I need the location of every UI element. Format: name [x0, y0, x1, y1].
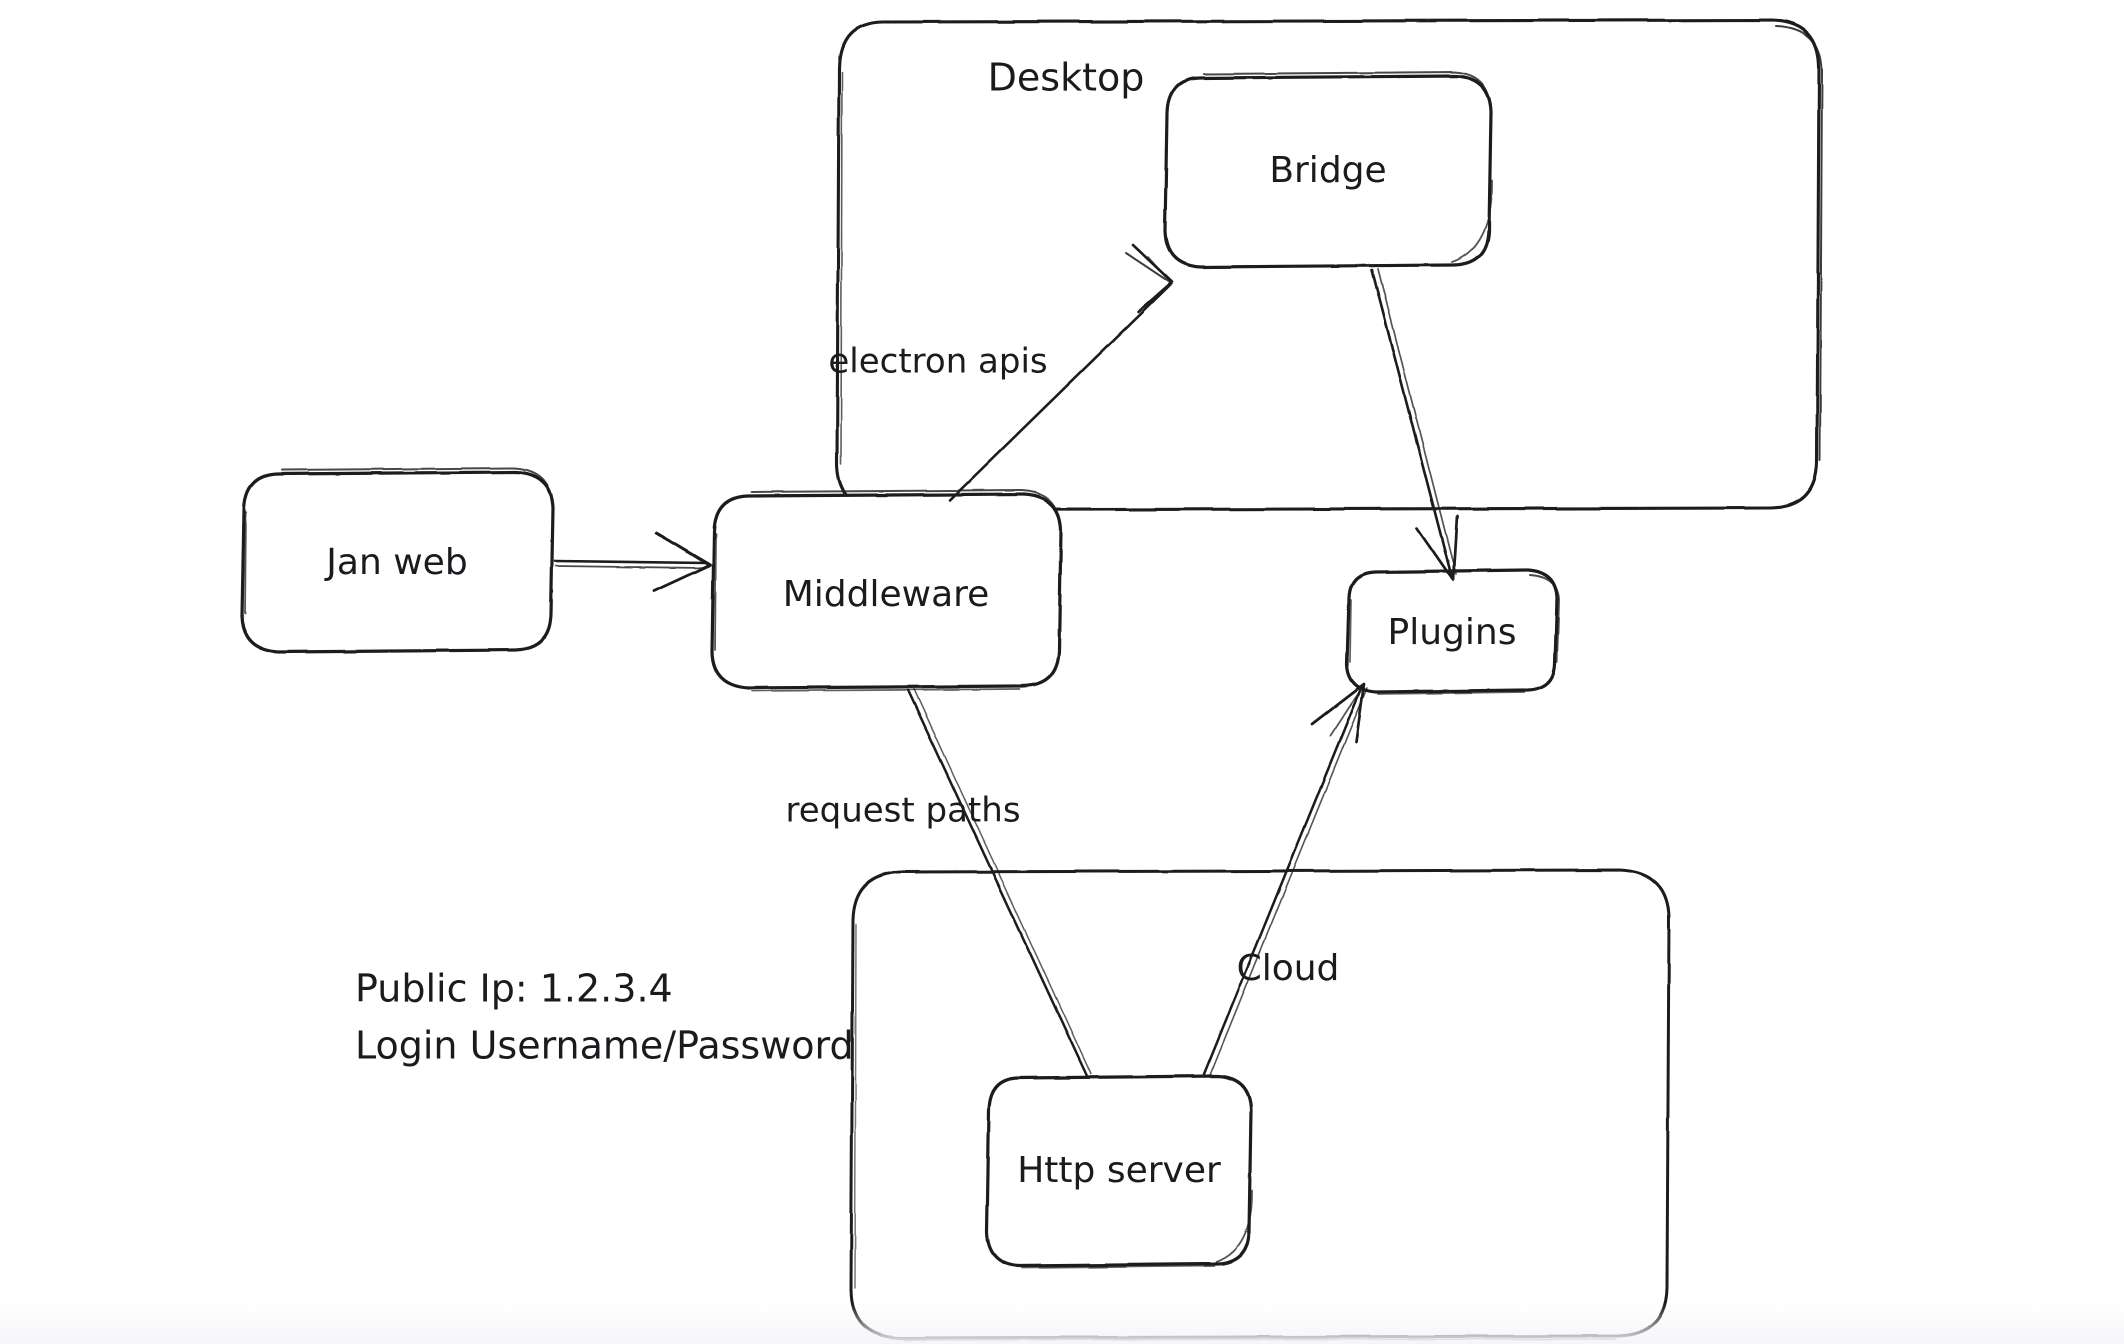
note-public-ip: Public Ip: 1.2.3.4	[355, 967, 673, 1011]
arrowhead-icon	[1131, 243, 1174, 314]
edge-middleware-to-bridge	[948, 243, 1174, 502]
node-label-http-server: Http server	[1017, 1150, 1221, 1191]
edge-jan-web-to-middleware	[553, 531, 712, 593]
node-label-bridge: Bridge	[1269, 150, 1386, 191]
edge-middleware-to-http-server	[906, 688, 1092, 1078]
note-login-credentials: Login Username/Password	[355, 1024, 854, 1068]
container-cloud[interactable]	[849, 868, 1671, 1341]
node-label-plugins: Plugins	[1388, 612, 1517, 653]
node-label-middleware: Middleware	[783, 574, 990, 615]
node-middleware[interactable]	[710, 488, 1063, 692]
node-plugins[interactable]	[1345, 568, 1560, 695]
arrowhead-icon	[1415, 514, 1459, 582]
node-label-jan-web: Jan web	[324, 542, 467, 583]
arrowhead-icon	[1310, 682, 1366, 744]
container-desktop[interactable]	[835, 18, 1824, 512]
node-bridge[interactable]	[1163, 70, 1493, 269]
node-http-server[interactable]	[985, 1074, 1253, 1269]
edge-label-request-paths: request paths	[785, 791, 1020, 831]
edge-bridge-to-plugins	[1370, 268, 1459, 582]
edge-label-electron-apis: electron apis	[828, 342, 1047, 382]
edge-http-server-to-plugins	[1202, 682, 1368, 1076]
container-label-desktop: Desktop	[988, 56, 1145, 100]
container-label-cloud: Cloud	[1237, 948, 1340, 989]
node-jan-web[interactable]	[240, 466, 555, 654]
